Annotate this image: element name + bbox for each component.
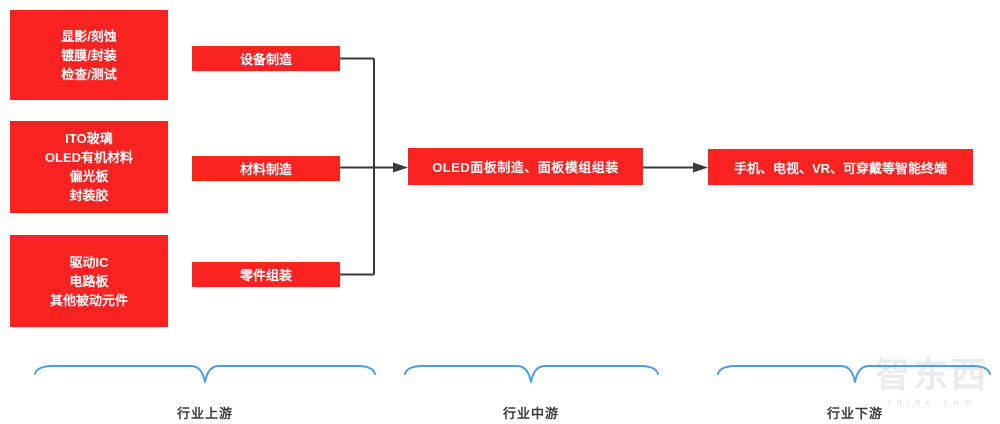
box-label: 材料制造 [239, 162, 292, 177]
smart-terminal-box: 手机、电视、VR、可穿戴等智能终端 [708, 149, 973, 185]
arrow-icon [693, 162, 708, 173]
arrow-icon [393, 162, 408, 173]
brace-downstream-icon [717, 365, 991, 383]
section-label-midstream: 行业中游 [502, 406, 560, 421]
material-line: OLED有机材料 [44, 150, 134, 165]
material-line: 偏光板 [69, 169, 109, 184]
watermark-site: zhidx.com [886, 398, 977, 407]
watermark: 智东西 zhidx.com [868, 354, 996, 408]
brace-midstream-icon [404, 365, 659, 383]
section-label-upstream: 行业上游 [176, 406, 234, 421]
process-line: 显影/刻蚀 [61, 28, 117, 44]
material-manufacturing-box: 材料制造 [192, 156, 340, 181]
equipment-manufacturing-box: 设备制造 [192, 46, 340, 71]
parts-assembly-box: 零件组装 [192, 262, 340, 287]
component-line: 电路板 [69, 273, 109, 289]
box-label: 手机、电视、VR、可穿戴等智能终端 [733, 160, 948, 176]
process-line: 检查/测试 [61, 66, 117, 82]
material-line: 封装胶 [69, 188, 109, 203]
upstream-materials-box: ITO玻璃 OLED有机材料 偏光板 封装胶 [10, 121, 168, 213]
oled-panel-manufacturing-box: OLED面板制造、面板模组组装 [408, 148, 643, 185]
component-line: 其他被动元件 [49, 292, 128, 308]
upstream-process-box: 显影/刻蚀 镀膜/封装 检查/测试 [10, 10, 168, 100]
material-line: ITO玻璃 [65, 131, 113, 146]
box-label: 零件组装 [239, 268, 292, 283]
component-line: 驱动IC [69, 254, 109, 270]
box-label: OLED面板制造、面板模组组装 [432, 160, 619, 175]
section-label-downstream: 行业下游 [826, 406, 884, 421]
upstream-components-box: 驱动IC 电路板 其他被动元件 [10, 235, 168, 327]
brace-upstream-icon [34, 365, 376, 383]
watermark-logo: 智东西 [874, 356, 989, 395]
process-line: 镀膜/封装 [61, 47, 117, 63]
box-label: 设备制造 [239, 52, 292, 67]
